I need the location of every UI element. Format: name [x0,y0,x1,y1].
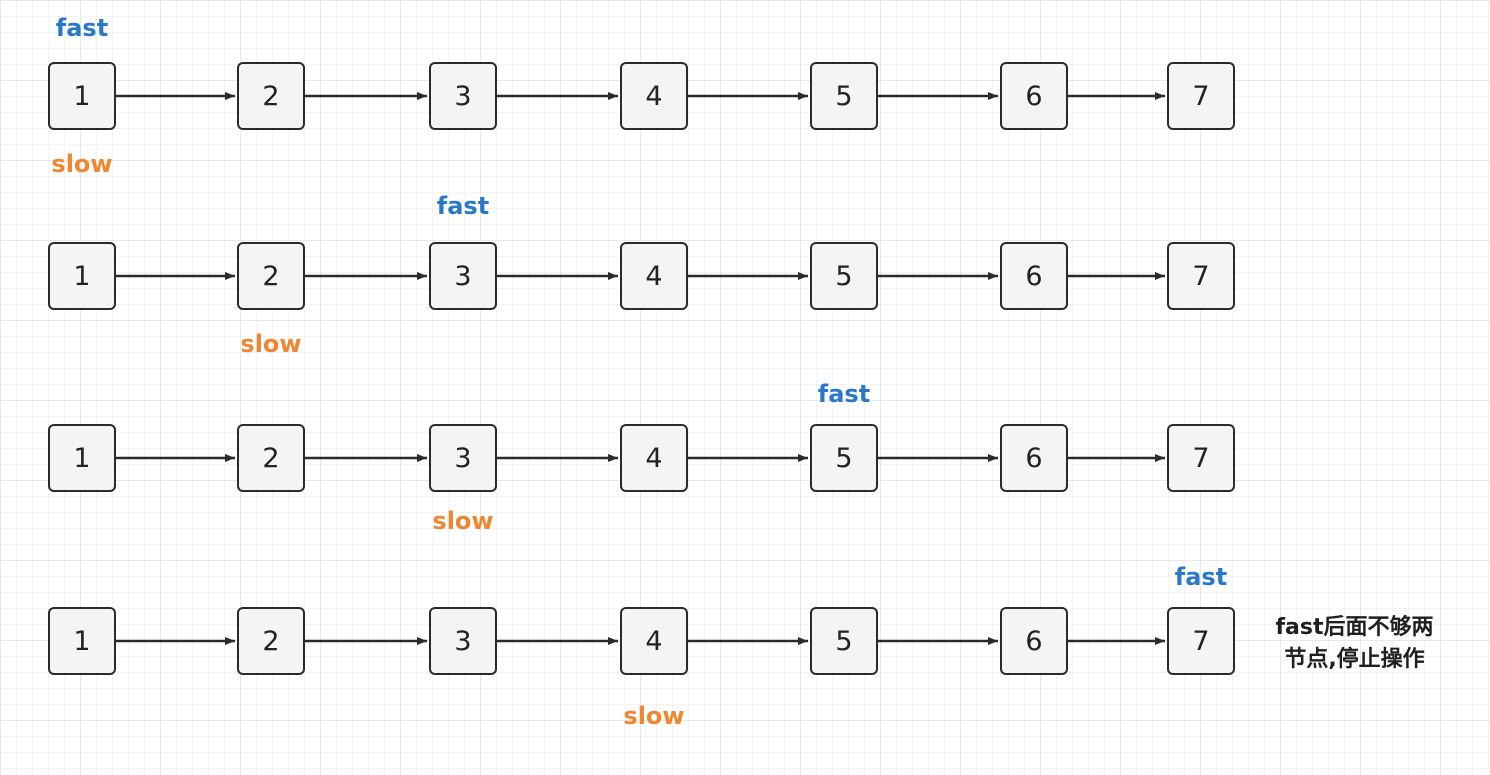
list-node: 5 [810,62,878,130]
list-node: 5 [810,424,878,492]
list-node: 1 [48,424,116,492]
list-node: 6 [1000,62,1068,130]
fast-pointer-label: fast [436,192,490,220]
fast-pointer-label: fast [817,380,871,408]
list-node: 6 [1000,607,1068,675]
list-node: 2 [237,607,305,675]
list-node: 3 [429,424,497,492]
list-node: 2 [237,62,305,130]
list-node: 5 [810,242,878,310]
fast-pointer-label: fast [1174,563,1228,591]
list-node: 3 [429,242,497,310]
stop-note: fast后面不够两 节点,停止操作 [1262,612,1447,676]
list-node: 1 [48,242,116,310]
slow-pointer-label: slow [623,702,685,730]
list-node: 7 [1167,62,1235,130]
list-node: 2 [237,424,305,492]
fast-pointer-label: fast [55,14,109,42]
list-node: 7 [1167,607,1235,675]
slow-pointer-label: slow [240,330,302,358]
list-node: 7 [1167,242,1235,310]
slow-pointer-label: slow [51,150,113,178]
list-node: 4 [620,424,688,492]
list-node: 7 [1167,424,1235,492]
slow-pointer-label: slow [432,507,494,535]
list-node: 3 [429,62,497,130]
list-node: 4 [620,62,688,130]
list-node: 6 [1000,242,1068,310]
stop-note-line2: 节点,停止操作 [1284,647,1425,672]
list-node: 4 [620,607,688,675]
list-node: 4 [620,242,688,310]
list-node: 1 [48,62,116,130]
stop-note-line1: fast后面不够两 [1275,615,1434,640]
list-node: 1 [48,607,116,675]
list-node: 2 [237,242,305,310]
list-node: 3 [429,607,497,675]
list-node: 5 [810,607,878,675]
list-node: 6 [1000,424,1068,492]
